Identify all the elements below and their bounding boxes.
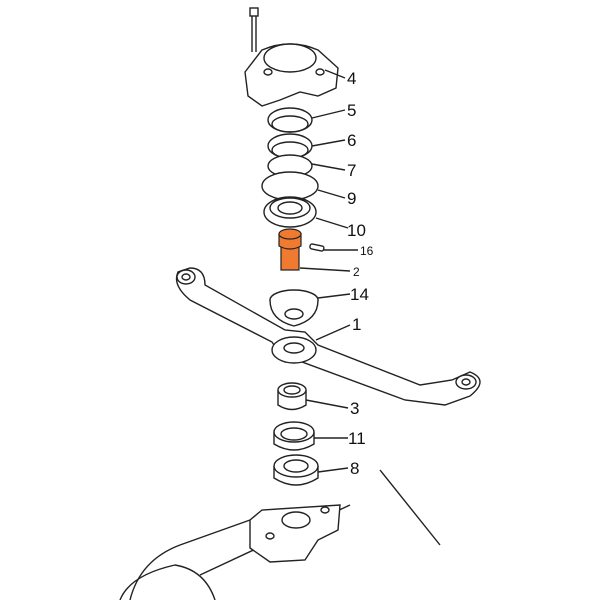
label-part-6: 6 bbox=[347, 131, 356, 150]
part-2-pin bbox=[278, 228, 302, 271]
part-11-seal bbox=[273, 421, 315, 451]
part-16-pin bbox=[309, 243, 325, 252]
label-part-16: 16 bbox=[360, 244, 374, 258]
label-part-14: 14 bbox=[350, 285, 369, 304]
part-1-axle-beam bbox=[175, 267, 481, 406]
label-part-9: 9 bbox=[347, 189, 356, 208]
label-part-11: 11 bbox=[348, 429, 366, 448]
label-part-2: 2 bbox=[353, 265, 360, 279]
part-3-bushing bbox=[277, 382, 307, 411]
leader-lines bbox=[299, 69, 358, 473]
axle-housing bbox=[119, 469, 441, 600]
label-part-7: 7 bbox=[347, 161, 356, 180]
label-part-5: 5 bbox=[347, 101, 356, 120]
label-part-8: 8 bbox=[350, 459, 359, 478]
part-4-cap bbox=[244, 43, 339, 107]
part-10-bearing bbox=[263, 196, 317, 228]
label-part-10: 10 bbox=[347, 221, 366, 240]
label-part-1: 1 bbox=[352, 315, 361, 334]
part-14-cup bbox=[269, 289, 319, 327]
part-8-bearing bbox=[273, 454, 319, 486]
label-part-4: 4 bbox=[347, 69, 356, 88]
label-part-3: 3 bbox=[350, 399, 359, 418]
part-5-ring bbox=[267, 107, 313, 133]
part-9-ring bbox=[261, 171, 319, 201]
bolt bbox=[249, 7, 259, 52]
